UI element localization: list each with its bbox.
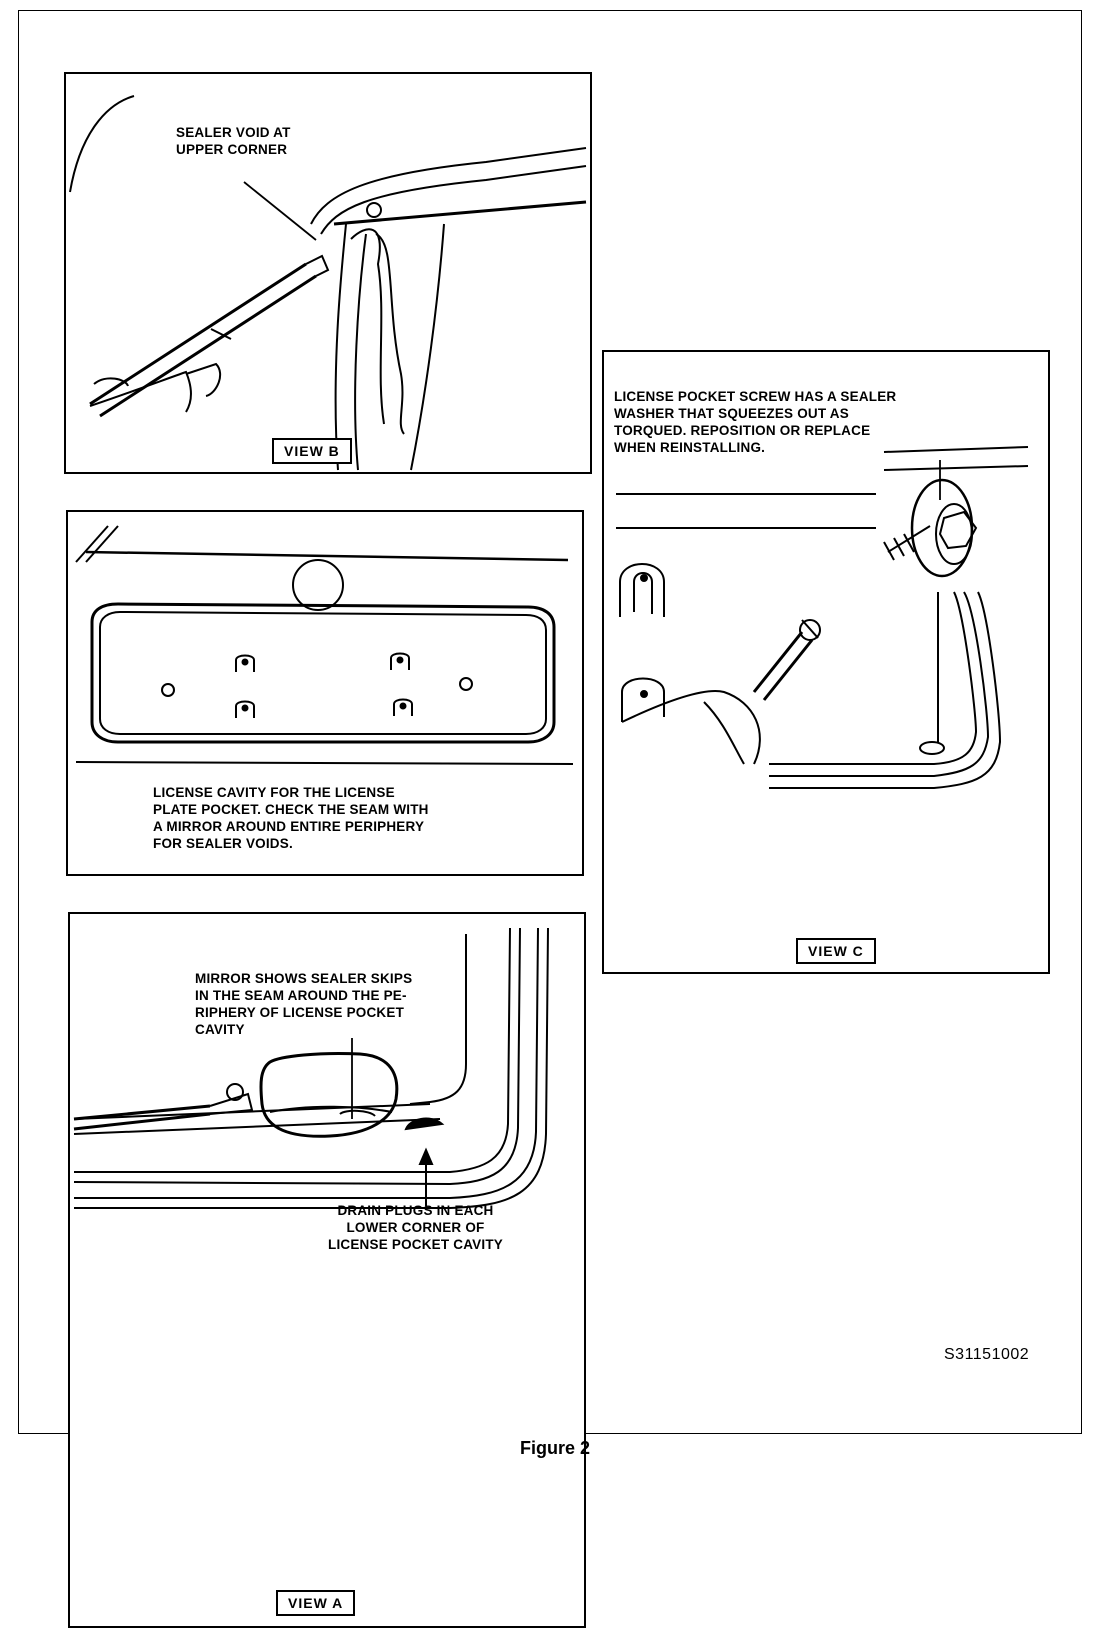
view-b-panel: SEALER VOID AT UPPER CORNER VIEW B [64,72,592,474]
view-c-callout: LICENSE POCKET SCREW HAS A SEALER WASHER… [614,389,897,455]
screw-hole-icon [235,652,413,718]
view-b-callout: SEALER VOID AT UPPER CORNER [176,125,291,157]
view-c-illustration [616,446,1029,789]
license-cavity-panel: LICENSE CAVITY FOR THE LICENSE PLATE POC… [66,510,584,876]
view-b-illustration [69,95,587,471]
view-a-label: VIEW A [276,1590,356,1616]
view-b-label: VIEW B [272,438,352,464]
figure-id: S31151002 [944,1346,1030,1363]
license-cavity-callout: LICENSE CAVITY FOR THE LICENSE PLATE POC… [153,785,429,851]
view-a-callout-bottom: DRAIN PLUGS IN EACH LOWER CORNER OF LICE… [328,1203,503,1252]
license-cavity-illustration [75,525,574,765]
view-c-panel: LICENSE POCKET SCREW HAS A SEALER WASHER… [602,350,1050,974]
view-a-illustration [73,927,549,1209]
view-c-label: VIEW C [796,938,876,964]
view-a-panel: MIRROR SHOWS SEALER SKIPS IN THE SEAM AR… [68,912,586,1628]
view-a-callout-top: MIRROR SHOWS SEALER SKIPS IN THE SEAM AR… [195,971,413,1037]
figure-caption: Figure 2 [520,1438,591,1458]
